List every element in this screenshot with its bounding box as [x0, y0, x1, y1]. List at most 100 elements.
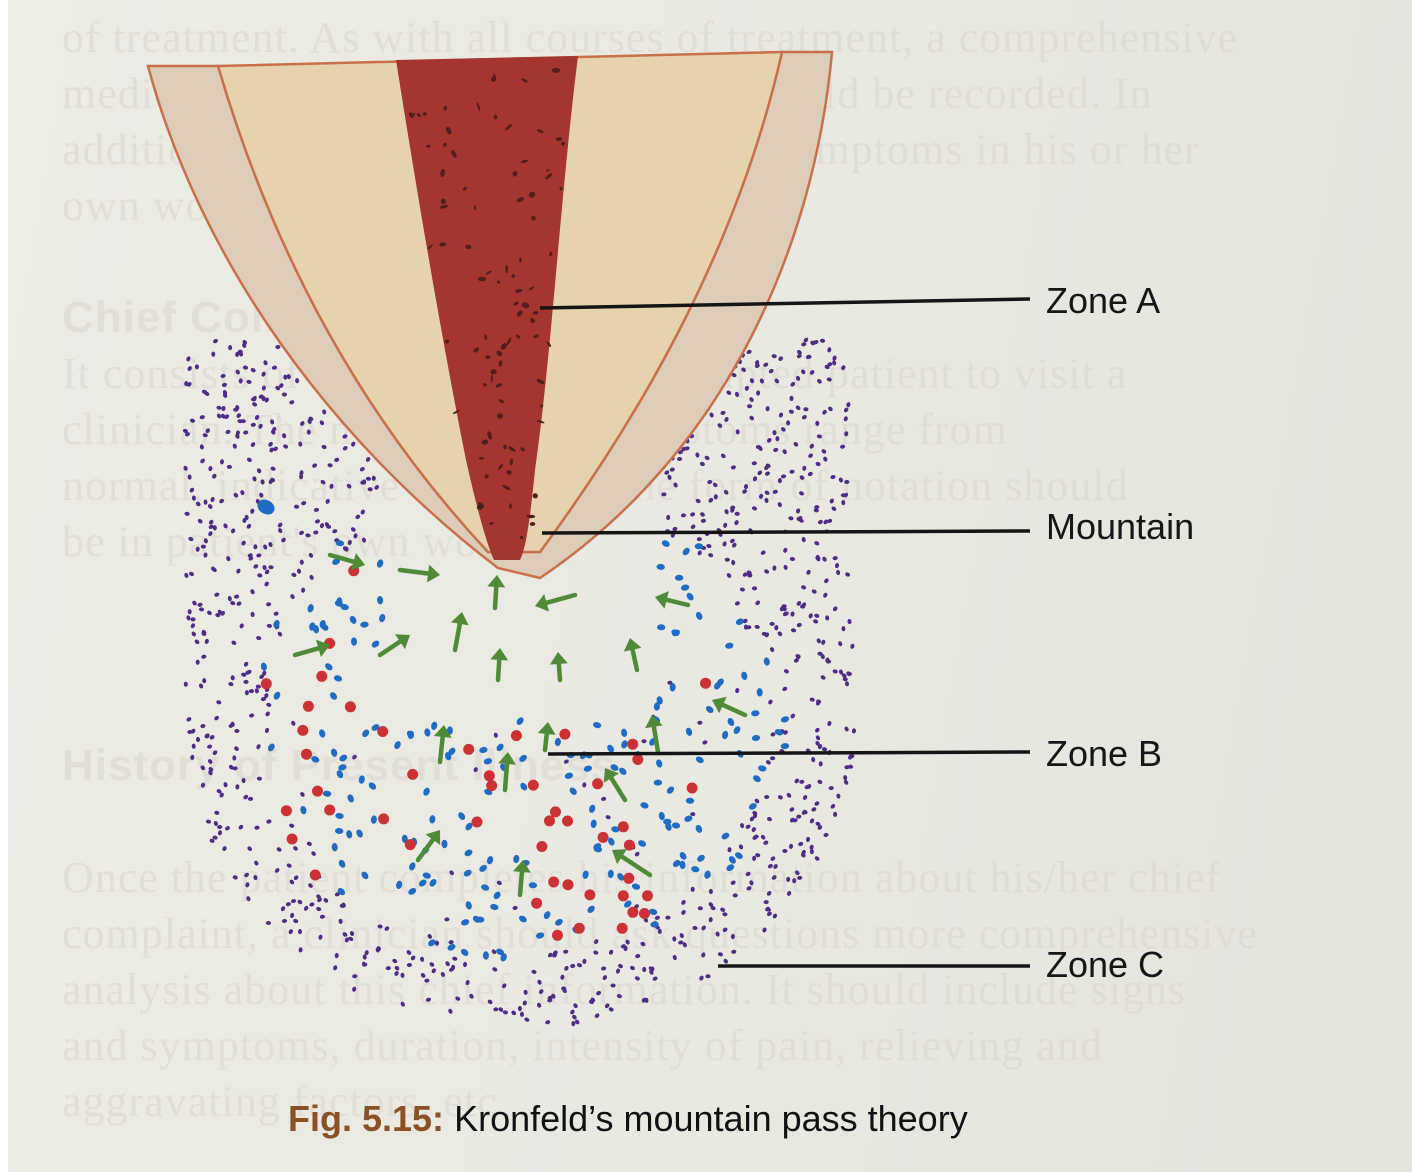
blue-dot	[393, 740, 402, 750]
purple-dot	[309, 574, 315, 580]
blue-dot	[515, 716, 525, 726]
purple-dot	[452, 956, 458, 961]
blue-dot	[535, 931, 545, 939]
purple-dot	[789, 469, 795, 473]
label-mountain: Mountain	[1046, 506, 1194, 548]
purple-dot	[248, 797, 253, 801]
label-zone-b: Zone B	[1046, 733, 1162, 775]
blue-dot	[272, 619, 281, 629]
purple-dot	[844, 571, 850, 577]
purple-dot	[225, 555, 231, 561]
purple-dot	[184, 572, 189, 578]
purple-dot	[207, 744, 213, 749]
purple-dot	[673, 482, 679, 488]
purple-dot	[772, 430, 777, 436]
purple-dot	[307, 882, 314, 888]
purple-dot	[781, 474, 787, 479]
purple-dot	[195, 546, 200, 552]
purple-dot	[256, 636, 262, 641]
purple-dot	[385, 966, 391, 971]
purple-dot	[809, 844, 814, 850]
purple-dot	[257, 573, 263, 578]
purple-dot	[792, 878, 796, 883]
purple-dot	[355, 514, 362, 520]
arrow	[418, 830, 440, 860]
purple-dot	[658, 929, 662, 934]
purple-dot	[840, 364, 846, 371]
purple-dot	[820, 674, 827, 680]
purple-dot	[249, 713, 255, 718]
purple-dot	[253, 563, 260, 569]
blue-dot	[361, 728, 371, 738]
red-dot	[301, 749, 312, 760]
purple-dot	[285, 902, 291, 907]
purple-dot	[794, 870, 800, 877]
purple-dot	[735, 512, 740, 516]
blue-dot	[751, 710, 760, 717]
blue-dot	[483, 951, 489, 960]
purple-dot	[373, 484, 379, 491]
purple-dot	[286, 374, 291, 380]
purple-dot	[777, 631, 783, 638]
purple-dot	[845, 681, 850, 687]
purple-dot	[732, 893, 737, 897]
purple-dot	[522, 1000, 528, 1006]
purple-dot	[610, 983, 615, 987]
purple-dot	[420, 972, 426, 979]
blue-dot	[495, 742, 505, 752]
purple-dot	[844, 480, 849, 484]
purple-dot	[756, 390, 761, 396]
purple-dot	[760, 550, 767, 556]
purple-dot	[292, 845, 299, 851]
purple-dot	[641, 739, 646, 743]
purple-dot	[311, 463, 318, 469]
purple-dot	[264, 581, 270, 588]
purple-dot	[227, 596, 232, 602]
purple-dot	[493, 1007, 499, 1011]
purple-dot	[222, 389, 228, 395]
purple-dot	[794, 778, 800, 785]
purple-dot	[801, 414, 808, 420]
blue-dot	[428, 878, 438, 888]
blue-dot	[757, 688, 763, 697]
purple-dot	[281, 433, 286, 439]
purple-dot	[819, 761, 823, 766]
purple-dot	[769, 646, 775, 652]
purple-dot	[277, 527, 283, 533]
blue-dot	[661, 539, 671, 548]
purple-dot	[254, 414, 260, 421]
arrow	[645, 715, 663, 752]
purple-dot	[200, 765, 206, 772]
purple-dot	[841, 626, 845, 631]
purple-dot	[763, 900, 768, 904]
purple-dot	[253, 544, 257, 549]
purple-dot	[269, 419, 274, 425]
purple-dot	[235, 369, 241, 375]
purple-dot	[752, 476, 758, 482]
purple-dot	[188, 571, 195, 577]
purple-dot	[751, 826, 757, 832]
purple-dot	[274, 867, 280, 874]
blue-dot	[665, 785, 675, 795]
blue-dot	[463, 868, 473, 877]
purple-dot	[377, 924, 383, 929]
purple-dot	[298, 929, 302, 934]
purple-dot	[815, 461, 821, 467]
blue-dot	[429, 815, 436, 824]
purple-dot	[840, 444, 846, 449]
purple-dot	[249, 689, 254, 693]
purple-dot	[844, 431, 849, 437]
blue-dot	[465, 900, 473, 910]
purple-dot	[712, 482, 719, 488]
red-dot	[687, 783, 698, 794]
purple-dot	[351, 754, 358, 760]
purple-dot	[798, 841, 804, 847]
purple-dot	[749, 377, 755, 383]
purple-dot	[772, 913, 778, 919]
purple-dot	[790, 381, 797, 387]
purple-dot	[635, 954, 641, 959]
purple-dot	[699, 511, 706, 517]
blue-dot	[333, 674, 343, 682]
red-dot	[312, 786, 323, 797]
